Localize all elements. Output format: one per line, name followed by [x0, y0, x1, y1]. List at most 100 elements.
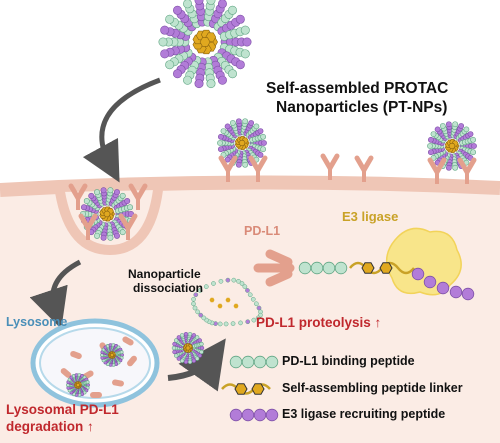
- teal-bead: [463, 126, 470, 133]
- teal-bead: [242, 118, 249, 125]
- purple-bead: [423, 275, 437, 289]
- teal-bead: [250, 296, 256, 302]
- receptor-fragment: [122, 336, 134, 346]
- purple-bead: [257, 151, 264, 158]
- protac-nanoparticle-large: [158, 0, 252, 89]
- purple-bead: [434, 126, 441, 133]
- purple-bead: [265, 408, 279, 422]
- teal-bead: [171, 345, 177, 351]
- teal-bead: [298, 261, 312, 275]
- purple-bead: [80, 204, 87, 211]
- legend-icons: [221, 355, 279, 422]
- purple-bead: [194, 79, 204, 89]
- teal-bead: [127, 204, 134, 211]
- purple-bead: [445, 164, 452, 171]
- pd-l1-receptors: [68, 153, 477, 240]
- teal-bead: [195, 309, 201, 315]
- receptor-stem: [256, 168, 260, 182]
- purple-bead: [235, 118, 242, 125]
- teal-bead: [174, 338, 179, 343]
- receptor-arm: [75, 183, 88, 201]
- receptor-stem: [86, 226, 90, 240]
- purple-bead: [172, 5, 182, 15]
- receptor-fragment: [60, 368, 72, 378]
- receptor-stem: [136, 196, 140, 210]
- dissociated-peptide-chains: [191, 277, 263, 327]
- lysosomal-degradation-label-1: Lysosomal PD-L1: [6, 402, 119, 417]
- gold-hexagon: [234, 383, 248, 395]
- nanoparticle-dissociation-label-1: Nanoparticle: [128, 267, 201, 281]
- purple-bead: [257, 128, 264, 135]
- purple-bead: [248, 120, 255, 126]
- receptor-stem: [126, 226, 130, 240]
- gold-hexagon: [233, 303, 239, 309]
- purple-bead: [235, 161, 242, 168]
- receptor-arm: [225, 155, 238, 173]
- teal-bead: [225, 277, 231, 283]
- pd-l1-receptor-arm: [265, 269, 293, 287]
- gold-core-hexagon: [75, 382, 81, 388]
- gold-core-hexagon: [109, 352, 115, 358]
- teal-bead: [191, 296, 196, 302]
- teal-bead: [197, 288, 203, 293]
- teal-bead: [253, 355, 267, 369]
- teal-bead: [240, 25, 250, 35]
- teal-bead: [179, 333, 185, 338]
- teal-bead: [242, 161, 249, 168]
- teal-bead: [203, 284, 209, 289]
- purple-bead: [235, 60, 245, 70]
- ternary-complex: [253, 227, 475, 301]
- teal-bead: [194, 335, 200, 340]
- purple-bead: [197, 353, 202, 358]
- teal-bead: [240, 49, 250, 59]
- gold-hexagon: [225, 297, 231, 303]
- purple-bead: [242, 37, 252, 47]
- teal-bead: [199, 341, 204, 347]
- teal-bead: [107, 187, 114, 194]
- purple-bead: [100, 234, 107, 241]
- purple-bead: [160, 49, 170, 59]
- receptor-stem: [435, 170, 439, 184]
- pd-l1-proteolysis-label: PD-L1 proteolysis ↑: [256, 315, 382, 330]
- gold-core-hexagon: [448, 143, 456, 149]
- purple-bead: [253, 408, 267, 422]
- receptor-arm: [464, 157, 477, 175]
- teal-bead: [229, 120, 236, 126]
- release-arrow: [167, 338, 226, 392]
- protac-nanoparticle-free: [171, 331, 205, 365]
- purple-bead: [217, 75, 227, 85]
- receptor-arm: [255, 155, 268, 173]
- purple-bead: [261, 140, 267, 146]
- purple-bead: [88, 192, 95, 199]
- gold-core-hexagon: [103, 210, 111, 218]
- receptor-fragment: [70, 350, 82, 360]
- receptor-arm: [85, 213, 98, 231]
- receptor-fragment: [90, 392, 102, 398]
- purple-bead: [172, 341, 177, 347]
- purple-bead: [427, 136, 434, 143]
- teal-bead: [247, 292, 253, 298]
- teal-bead: [94, 232, 101, 239]
- teal-bead: [191, 301, 196, 307]
- teal-bead: [179, 358, 185, 363]
- teal-bead: [265, 355, 279, 369]
- gold-core-hexagon: [238, 140, 246, 146]
- receptor-arm: [434, 157, 447, 175]
- legend-label-e3-recruiting: E3 ligase recruiting peptide: [282, 407, 446, 421]
- teal-bead: [187, 331, 193, 337]
- teal-bead: [251, 317, 257, 323]
- receptor-stem: [362, 168, 366, 182]
- teal-bead: [194, 356, 200, 361]
- receptor-arm: [361, 155, 374, 173]
- teal-bead: [183, 0, 193, 9]
- internalization-arrow: [82, 77, 161, 183]
- lysosome-label: Lysosome: [6, 315, 68, 329]
- teal-bead: [193, 292, 199, 298]
- teal-bead: [439, 123, 446, 129]
- purple-bead: [471, 143, 477, 149]
- teal-bead: [229, 355, 243, 369]
- receptor-arm: [135, 183, 148, 201]
- teal-bead: [236, 278, 241, 284]
- receptor-stem: [465, 170, 469, 184]
- teal-bead: [206, 0, 216, 5]
